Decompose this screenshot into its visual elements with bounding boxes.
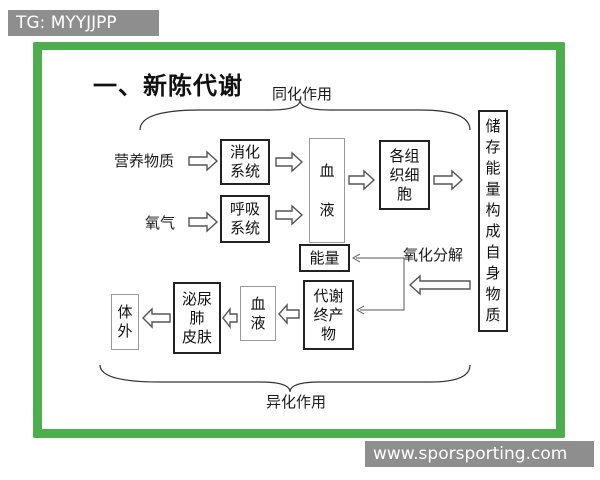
arrow-tissue-storage [433, 169, 464, 191]
arrow-oxygen-respiratory [188, 211, 219, 233]
tissue-cells-line1: 各组 [389, 146, 420, 165]
arrowhead-energy [351, 253, 361, 263]
respiratory-system-box: 呼吸系统 [220, 195, 270, 243]
excretory-line1: 泌尿 [181, 289, 212, 308]
outside-box: 体 外 [111, 294, 139, 350]
anabolism-label: 同化作用 [272, 85, 333, 103]
digestive-system-box: 消化系统 [220, 139, 270, 185]
energy-box: 能量 [299, 244, 350, 272]
arrow-storage-oxidation [408, 274, 471, 296]
respiratory-system-text: 呼吸系统 [229, 200, 260, 237]
excretory-line2: 肺 [189, 308, 205, 327]
top-brace [139, 99, 471, 131]
line-oxidation-energy [356, 257, 405, 285]
metabolic-products-box: 代谢 终产 物 [303, 280, 354, 350]
arrowhead-metabolic [355, 305, 365, 315]
metabolic-line3: 物 [320, 324, 336, 343]
excretory-line3: 皮肤 [181, 327, 212, 346]
excretory-organs-box: 泌尿 肺 皮肤 [173, 282, 221, 354]
slide-frame [33, 42, 565, 438]
storage-box: 储存能量构成自身物质 [478, 110, 508, 332]
blood-lower-text-2: 液 [250, 313, 266, 332]
metabolic-line2: 终产 [313, 305, 344, 324]
tissue-cells-line3: 胞 [396, 184, 412, 203]
blood-lower-text-1: 血 [250, 294, 266, 313]
slide-title: 一、新陈代谢 [93, 71, 243, 100]
arrow-digestive-blood [275, 151, 304, 173]
arrow-respiratory-blood [275, 204, 304, 226]
storage-text: 储存能量构成自身物质 [485, 117, 501, 324]
tissue-cells-line2: 织细 [389, 165, 420, 184]
oxygen-label: 氧气 [145, 214, 176, 232]
arrow-metabolic-blood [278, 303, 300, 325]
catabolism-label: 异化作用 [266, 393, 327, 411]
outside-text-1: 体 [117, 303, 133, 321]
blood-box-lower: 血 液 [240, 286, 276, 341]
blood-box-upper: 血 液 [309, 138, 345, 243]
tissue-cells-box: 各组 织细 胞 [379, 140, 430, 210]
outside-text-2: 外 [117, 322, 133, 340]
bottom-brace [99, 364, 471, 393]
watermark-bottom-badge: www.sporsporting.com [365, 441, 594, 467]
arrow-nutrients-digestive [188, 150, 219, 172]
blood-text-2: 液 [319, 200, 335, 219]
watermark-top-badge: TG: MYYJJPP [8, 10, 159, 36]
blood-text-1: 血 [319, 161, 335, 180]
metabolic-line1: 代谢 [313, 286, 344, 305]
digestive-system-text: 消化系统 [229, 143, 260, 180]
nutrients-label: 营养物质 [114, 152, 175, 170]
arrow-blood-tissue [348, 169, 376, 191]
arrow-excretory-outside [142, 307, 171, 329]
arrow-blood-excretory [222, 306, 238, 330]
oxidation-label: 氧化分解 [403, 246, 464, 264]
energy-text: 能量 [309, 248, 340, 267]
hollow-arrows [142, 150, 471, 330]
line-oxidation-metabolic [360, 285, 405, 311]
